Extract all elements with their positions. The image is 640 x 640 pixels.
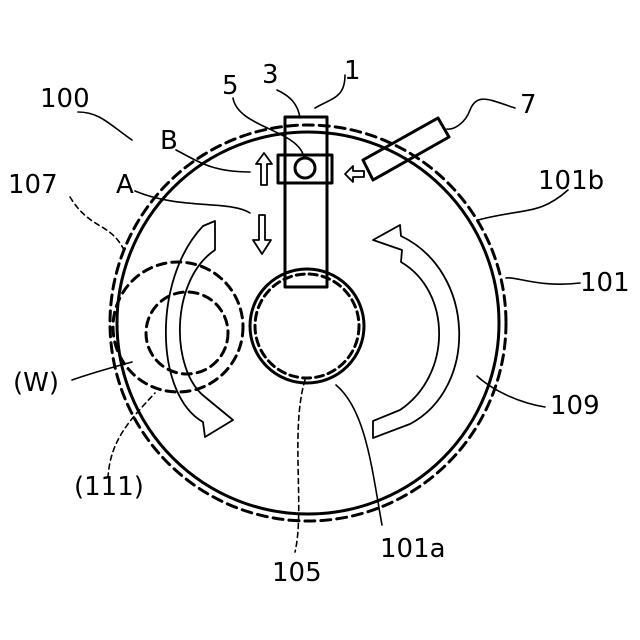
holder-dashed-circle-111 bbox=[146, 292, 228, 374]
label-111: (111) bbox=[74, 474, 144, 500]
leader-107 bbox=[70, 197, 124, 250]
label-b: B bbox=[160, 128, 178, 154]
label-101a: 101a bbox=[380, 536, 446, 562]
leader-1 bbox=[315, 75, 345, 108]
label-107: 107 bbox=[8, 172, 58, 198]
label-109: 109 bbox=[550, 393, 600, 419]
leader-105 bbox=[295, 380, 305, 552]
arrow-down-a bbox=[253, 215, 271, 254]
label-100: 100 bbox=[40, 86, 90, 112]
arrow-up-b bbox=[256, 153, 272, 185]
label-1: 1 bbox=[344, 58, 361, 84]
label-3: 3 bbox=[262, 62, 279, 88]
leader-100 bbox=[78, 112, 132, 140]
arrow-left-nozzle bbox=[345, 166, 364, 182]
leader-3 bbox=[277, 90, 300, 118]
hub-dashed-ring-105 bbox=[255, 274, 359, 378]
label-7: 7 bbox=[520, 92, 537, 118]
rotation-arrow-left bbox=[166, 221, 233, 437]
label-w: (W) bbox=[13, 370, 59, 396]
leader-5 bbox=[233, 98, 304, 158]
label-101b: 101b bbox=[538, 168, 604, 194]
wafer-dashed-circle-w bbox=[113, 262, 243, 392]
label-5: 5 bbox=[222, 73, 239, 99]
rotary-plate-101 bbox=[117, 132, 499, 514]
label-105: 105 bbox=[272, 560, 322, 586]
sensor-5 bbox=[295, 158, 315, 178]
leader-101 bbox=[506, 278, 580, 284]
label-a: A bbox=[116, 172, 134, 198]
leader-101a bbox=[336, 385, 382, 525]
leader-111 bbox=[108, 393, 155, 478]
label-101: 101 bbox=[580, 270, 630, 296]
support-arm-1 bbox=[285, 117, 327, 287]
leader-b bbox=[176, 150, 250, 172]
rotation-arrow-right bbox=[373, 225, 459, 438]
leader-7 bbox=[447, 99, 515, 129]
